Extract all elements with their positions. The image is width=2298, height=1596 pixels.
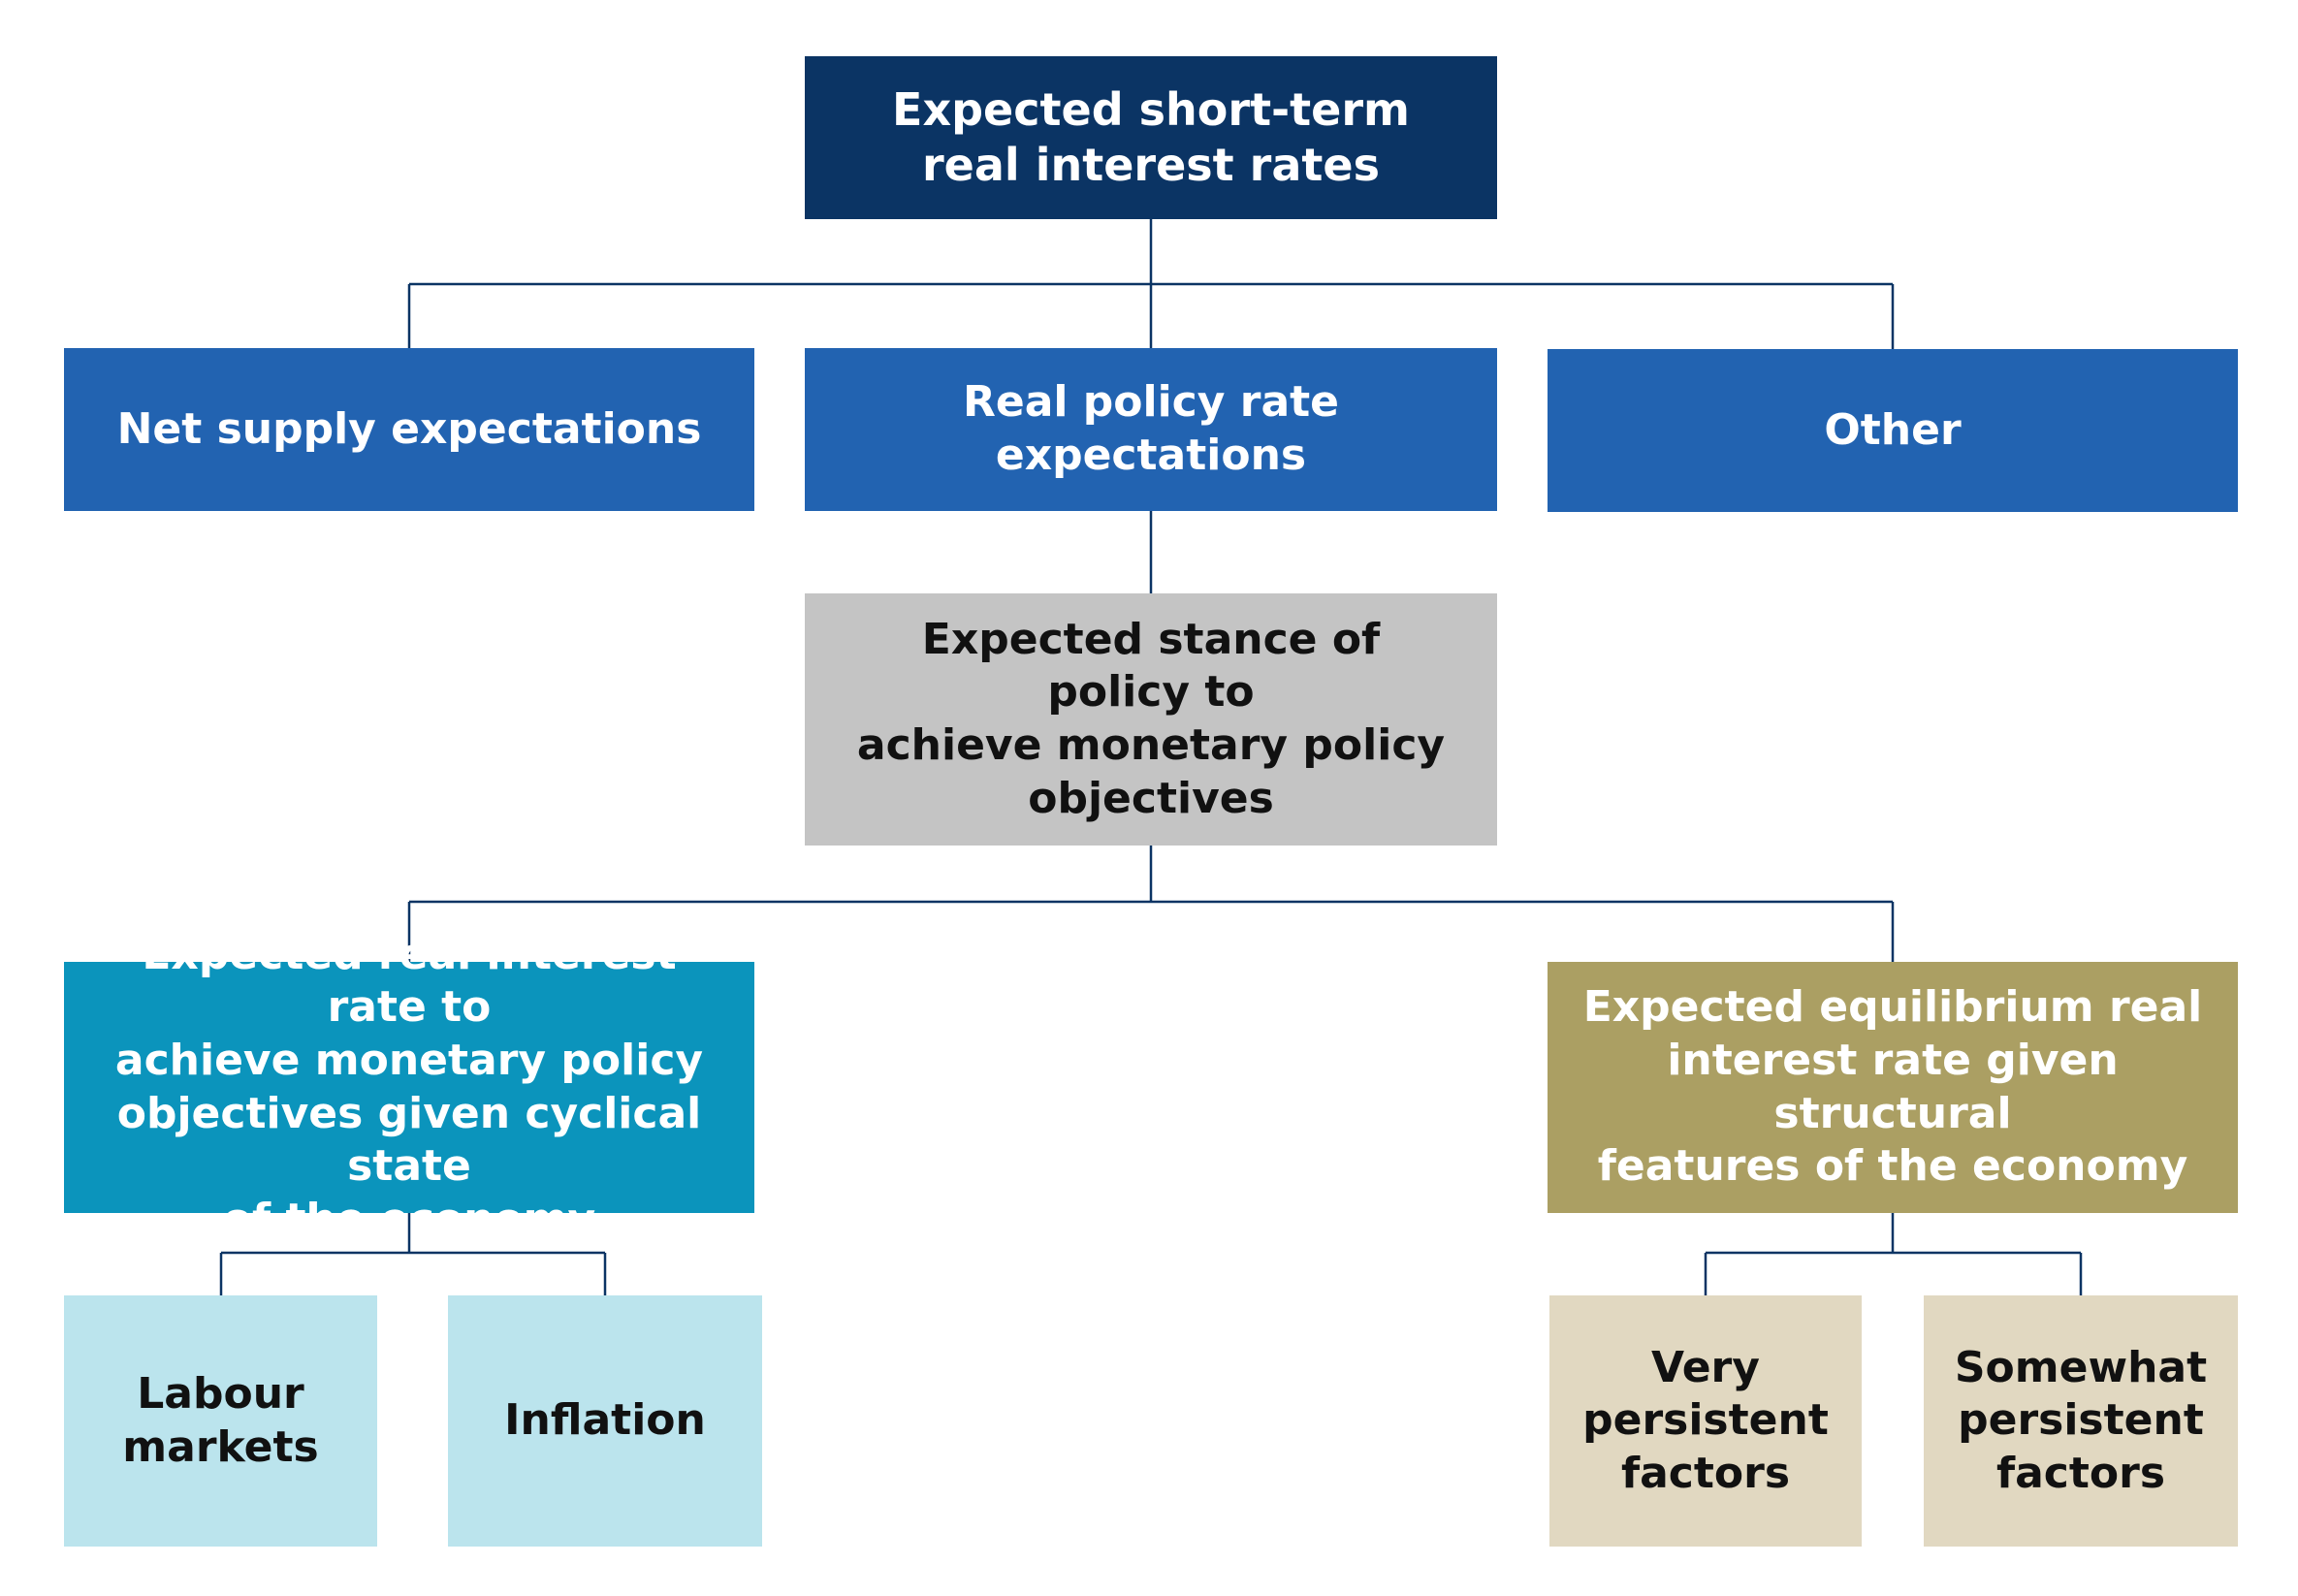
- box-text-line: Labour: [137, 1368, 304, 1419]
- box-text-line: Net supply expectations: [116, 403, 702, 454]
- box-text-line: factors: [1620, 1448, 1791, 1498]
- box-text-line: interest rate given structural: [1667, 1035, 2119, 1138]
- box-text-line: objectives: [1028, 773, 1274, 823]
- box-text-line: features of the economy: [1597, 1141, 2188, 1192]
- box-text-line: Inflation: [504, 1395, 706, 1446]
- box-text-line: of the economy: [222, 1194, 596, 1244]
- box-text-line: real interest rates: [922, 139, 1380, 191]
- expected-short-term-real-interest-rates-box: Expected short-term real interest rates: [805, 56, 1497, 219]
- box-text-line: Somewhat: [1954, 1342, 2208, 1392]
- box-text-line: Expected equilibrium real: [1582, 982, 2203, 1033]
- inflation-box: Inflation: [448, 1295, 762, 1547]
- labour-markets-box: Labour markets: [64, 1295, 377, 1547]
- box-text-line: factors: [1995, 1448, 2166, 1498]
- box-text-line: Expected short-term: [892, 82, 1410, 136]
- box-text-line: Real policy rate expectations: [962, 377, 1340, 480]
- box-text-line: persistent: [1582, 1395, 1829, 1446]
- box-text-line: achieve monetary policy: [856, 720, 1446, 770]
- box-text-line: objectives given cyclical state: [116, 1088, 702, 1192]
- box-text-line: Expected stance of policy to: [921, 614, 1381, 718]
- very-persistent-factors-box: Very persistent factors: [1549, 1295, 1862, 1547]
- box-text-line: markets: [122, 1421, 319, 1472]
- net-supply-expectations-box: Net supply expectations: [64, 348, 754, 511]
- other-box: Other: [1548, 349, 2238, 512]
- expected-stance-of-policy-box: Expected stance of policy to achieve mon…: [805, 593, 1497, 846]
- cyclical-real-interest-rate-box: Expected real interest rate to achieve m…: [64, 930, 754, 1244]
- box-text-line: persistent: [1958, 1395, 2204, 1446]
- box-text-line: Other: [1824, 404, 1962, 455]
- real-policy-rate-expectations-box: Real policy rate expectations: [805, 348, 1497, 511]
- box-text-line: Expected real interest rate to: [142, 929, 677, 1033]
- box-text-line: Very: [1651, 1342, 1760, 1392]
- equilibrium-real-interest-rate-box: Expected equilibrium real interest rate …: [1548, 962, 2238, 1213]
- box-text-line: achieve monetary policy: [114, 1035, 704, 1085]
- somewhat-persistent-factors-box: Somewhat persistent factors: [1924, 1295, 2238, 1547]
